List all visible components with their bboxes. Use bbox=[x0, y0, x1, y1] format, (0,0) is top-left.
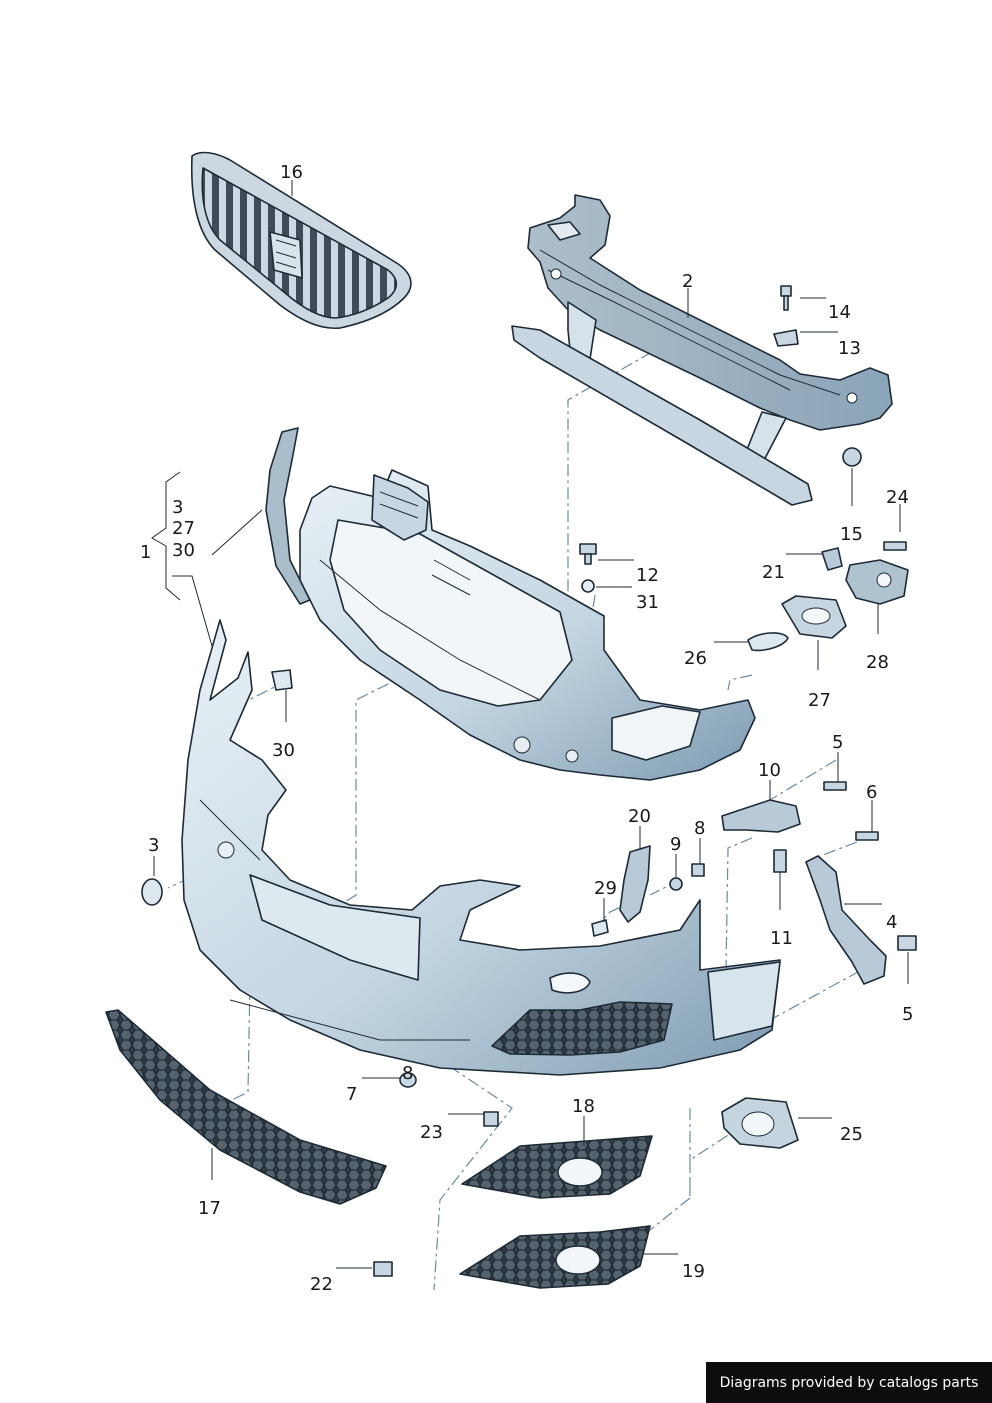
label-15: 15 bbox=[840, 524, 863, 545]
label-23: 23 bbox=[420, 1122, 443, 1143]
clip-7 bbox=[399, 1072, 417, 1088]
side-brackets bbox=[619, 799, 887, 985]
washer-31 bbox=[581, 579, 595, 593]
bolt-5-lower bbox=[897, 935, 917, 951]
callout-labels: 1 2 3 27 30 3 4 5 5 6 7 8 8 9 10 11 12 1… bbox=[140, 162, 913, 1295]
nut-13 bbox=[773, 329, 799, 347]
label-7: 7 bbox=[346, 1084, 357, 1105]
label-19: 19 bbox=[682, 1261, 705, 1282]
clip-29 bbox=[591, 919, 609, 937]
label-9: 9 bbox=[670, 834, 681, 855]
lower-center-grille bbox=[105, 1009, 387, 1205]
credit-text: Diagrams provided by catalogs parts bbox=[719, 1374, 979, 1391]
label-18: 18 bbox=[572, 1096, 595, 1117]
label-3-group: 3 bbox=[172, 497, 183, 518]
credit-banner: Diagrams provided by catalogs parts bbox=[706, 1362, 992, 1403]
upper-grille bbox=[190, 151, 412, 330]
label-31: 31 bbox=[636, 592, 659, 613]
nut-23 bbox=[483, 1111, 499, 1127]
leader-lines bbox=[151, 180, 909, 1269]
label-27: 27 bbox=[808, 690, 831, 711]
bolt-12 bbox=[579, 543, 597, 565]
label-27-group: 27 bbox=[172, 518, 195, 539]
label-29: 29 bbox=[594, 878, 617, 899]
nut-15 bbox=[842, 447, 862, 467]
label-11: 11 bbox=[770, 928, 793, 949]
bumper-support-frame bbox=[299, 469, 756, 781]
label-26: 26 bbox=[684, 648, 707, 669]
bolt-22 bbox=[373, 1261, 393, 1277]
label-17: 17 bbox=[198, 1198, 221, 1219]
label-5-upper: 5 bbox=[832, 732, 843, 753]
clip-9 bbox=[669, 877, 683, 891]
label-12: 12 bbox=[636, 565, 659, 586]
bumper-cover bbox=[181, 619, 781, 1076]
label-13: 13 bbox=[838, 338, 861, 359]
cap-3 bbox=[141, 878, 163, 906]
label-8-clip: 8 bbox=[402, 1063, 413, 1084]
label-2: 2 bbox=[682, 271, 693, 292]
bolt-11 bbox=[773, 849, 787, 873]
label-28: 28 bbox=[866, 652, 889, 673]
clip-30 bbox=[271, 669, 293, 691]
label-25: 25 bbox=[840, 1124, 863, 1145]
bolt-5-upper bbox=[823, 781, 847, 791]
label-3: 3 bbox=[148, 835, 159, 856]
label-20: 20 bbox=[628, 806, 651, 827]
label-21: 21 bbox=[762, 562, 785, 583]
label-30-group: 30 bbox=[172, 540, 195, 561]
label-8: 8 bbox=[694, 818, 705, 839]
bolt-14 bbox=[780, 285, 792, 311]
right-small-parts bbox=[747, 547, 909, 652]
label-14: 14 bbox=[828, 302, 851, 323]
label-30: 30 bbox=[272, 740, 295, 761]
label-1: 1 bbox=[140, 542, 151, 563]
label-24: 24 bbox=[886, 487, 909, 508]
fog-lamp-frame bbox=[721, 1097, 799, 1149]
label-22: 22 bbox=[310, 1274, 333, 1295]
label-16: 16 bbox=[280, 162, 303, 183]
bolt-24 bbox=[883, 541, 907, 551]
bolt-6 bbox=[855, 831, 879, 841]
nut-8 bbox=[691, 863, 705, 877]
bumper-carrier bbox=[511, 194, 893, 506]
label-6: 6 bbox=[866, 782, 877, 803]
label-4: 4 bbox=[886, 912, 897, 933]
label-10: 10 bbox=[758, 760, 781, 781]
fog-lamp-grilles bbox=[459, 1135, 653, 1289]
label-5-lower: 5 bbox=[902, 1004, 913, 1025]
